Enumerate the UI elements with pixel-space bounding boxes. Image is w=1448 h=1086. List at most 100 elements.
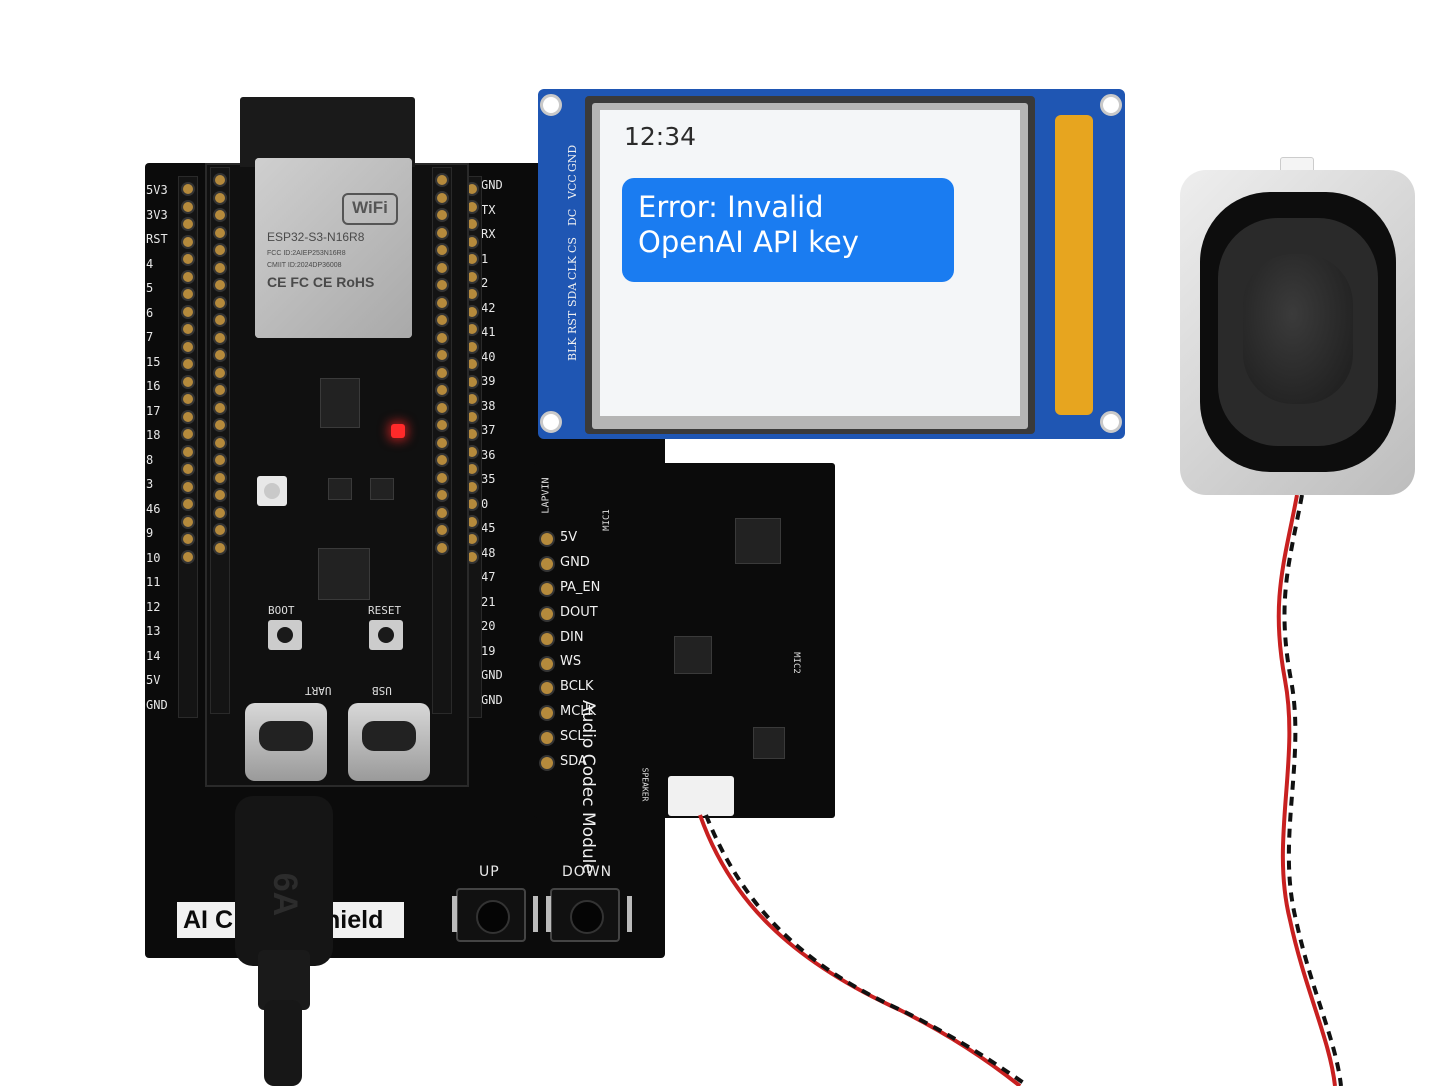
shield-right-pin-label-0: GND [481,178,503,192]
header-pin [183,324,193,334]
header-pin [215,507,225,518]
header-pin [215,350,225,360]
codec-pin-pad [541,682,553,695]
header-pin [467,219,477,229]
header-pin [215,455,225,465]
module-name: ESP32-S3-N16R8 [267,230,365,244]
reset-button[interactable] [369,620,403,650]
header-pin [437,525,447,535]
codec-pin-pad [541,607,553,620]
header-pin [183,446,193,457]
header-pin [183,516,193,527]
shield-left-pin-label-6: 7 [146,330,154,344]
header-pin [183,219,193,229]
header-pin [467,271,477,282]
header-pin [467,359,477,369]
module-cmiit-id: CMIIT ID:2024DP36008 [267,262,342,269]
codec-chip-1 [735,518,781,564]
shield-left-pin-label-0: 5V3 [146,183,168,197]
header-pin [215,227,225,238]
codec-pin-pad [541,533,553,545]
header-pin [467,324,477,334]
usb-uart-chip [318,548,370,600]
devboard-left-header [210,167,230,714]
header-pin [467,429,477,439]
header-pin [183,394,193,404]
header-pin [437,280,447,290]
shield-left-pin-label-2: RST [146,232,168,246]
shield-right-pin-label-12: 35 [481,472,496,486]
header-pin [215,402,225,413]
shield-left-pin-label-16: 11 [146,575,161,589]
usb-c-port[interactable] [348,703,430,781]
shield-right-pin-label-9: 38 [481,398,496,413]
codec-pin-pad [541,657,553,670]
lcd-flex-cable [1055,115,1093,415]
shield-left-pin-label-19: 14 [146,648,161,663]
header-pin [467,534,477,544]
shield-left-pin-label-15: 10 [146,550,161,565]
shield-left-pin-label-20: 5V [146,673,161,687]
header-pin [183,376,193,387]
shield-left-pin-label-4: 5 [146,281,154,295]
header-pin [467,411,477,422]
header-pin [467,254,477,264]
up-button[interactable] [452,888,538,942]
header-pin [467,551,477,562]
header-pin [183,271,193,282]
codec-pin-label-1: GND [560,554,590,570]
header-pin [215,542,225,553]
transistor-2 [370,478,394,500]
shield-right-pin-label-18: 20 [481,619,496,633]
regulator-chip [320,378,360,428]
header-pin [183,429,193,439]
codec-pin-label-6: BCLK [560,679,594,695]
header-pin [215,437,225,448]
shield-label-end: hield [325,906,384,934]
shield-left-pin-label-17: 12 [146,599,161,614]
reset-label: RESET [368,604,402,617]
shield-left-pin-label-18: 13 [146,624,161,638]
speaker-connector[interactable] [668,776,734,816]
header-pin [437,175,447,185]
header-pin [183,341,193,352]
header-pin [437,262,447,273]
header-pin [437,227,447,238]
shield-left-pin-label-10: 18 [146,428,161,442]
shield-left-pin-label-11: 8 [146,452,154,467]
header-pin [215,297,225,308]
header-pin [437,437,447,448]
header-pin [215,262,225,273]
header-pin [467,201,477,212]
shield-right-pin-label-19: 19 [481,643,496,658]
header-pin [215,210,225,220]
speaker-dome [1243,254,1353,404]
header-pin [467,184,477,194]
header-pin [215,332,225,343]
codec-pin-label-8: SCL [560,729,585,745]
header-pin [437,297,447,308]
shield-left-pin-label-5: 6 [146,305,154,320]
header-pin [183,359,193,369]
shield-right-pin-label-11: 36 [481,447,496,462]
shield-right-pin-label-15: 48 [481,545,496,560]
codec-pin-pad [541,757,553,770]
header-pin [437,192,447,203]
shield-right-pin-label-10: 37 [481,423,496,437]
codec-pin-pad [541,557,553,570]
header-pin [183,236,193,247]
boot-button[interactable] [268,620,302,650]
header-pin [467,306,477,317]
header-pin [437,472,447,483]
header-pin [215,367,225,378]
header-pin [437,332,447,343]
screen-clock: 12:34 [624,122,697,151]
header-pin [215,175,225,185]
down-button[interactable] [546,888,632,942]
header-pin [183,481,193,492]
header-pin [215,472,225,483]
module-cert-marks: CE FC CE RoHS [267,274,375,290]
uart-usb-c-port[interactable] [245,703,327,781]
